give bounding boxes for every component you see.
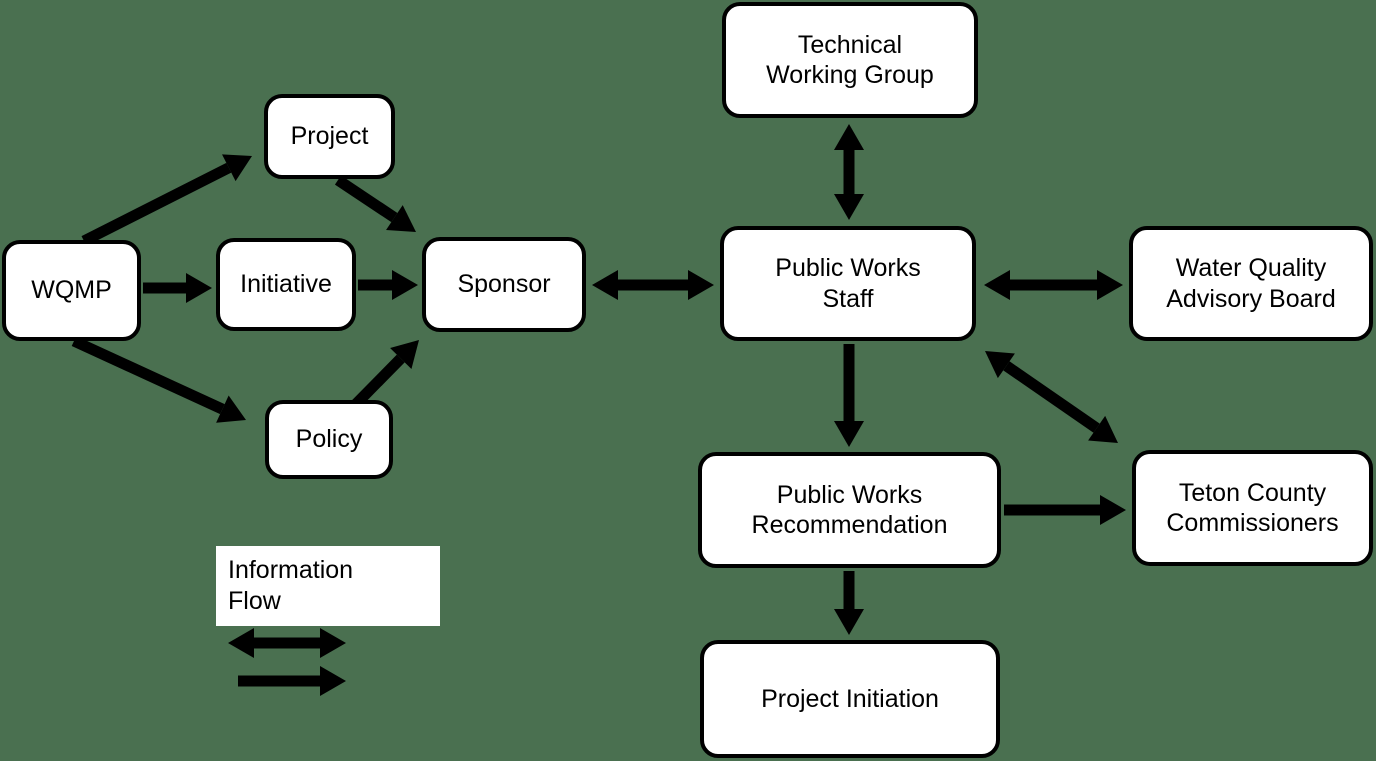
arrow-shaft bbox=[143, 282, 186, 294]
arrow-head bbox=[834, 194, 864, 220]
node-pw-staff[interactable]: Public Works Staff bbox=[720, 226, 976, 341]
arrow-shaft bbox=[334, 175, 398, 223]
node-wqmp[interactable]: WQMP bbox=[2, 240, 141, 341]
node-label: WQMP bbox=[31, 276, 112, 305]
node-teton[interactable]: Teton County Commissioners bbox=[1132, 450, 1373, 566]
arrow-head bbox=[222, 154, 252, 182]
arrow-head bbox=[320, 628, 346, 658]
node-label: Technical Working Group bbox=[766, 30, 934, 90]
edge-pw-staff-to-wqab bbox=[984, 270, 1123, 300]
edge-pw-staff-to-teton bbox=[985, 351, 1118, 443]
node-label: Teton County Commissioners bbox=[1166, 478, 1339, 538]
node-label: Project Initiation bbox=[761, 684, 939, 713]
edge-initiative-to-sponsor bbox=[358, 270, 418, 300]
arrow-head bbox=[386, 205, 416, 232]
edge-recommendation-to-initiation bbox=[834, 571, 864, 635]
arrow-shaft bbox=[1004, 504, 1100, 516]
edge-recommendation-to-teton bbox=[1004, 495, 1126, 525]
edge-project-to-sponsor bbox=[334, 175, 416, 232]
arrow-head bbox=[186, 273, 212, 303]
arrow-head bbox=[834, 609, 864, 635]
edge-twg-to-pw-staff bbox=[834, 124, 864, 220]
arrow-shaft bbox=[358, 279, 392, 291]
arrow-shaft bbox=[81, 162, 232, 246]
node-label: Public Works Staff bbox=[775, 254, 921, 313]
legend-unidirectional-arrow bbox=[238, 666, 346, 696]
arrow-shaft bbox=[843, 571, 855, 609]
node-twg[interactable]: Technical Working Group bbox=[722, 2, 978, 118]
legend-label: Information Flow bbox=[228, 555, 354, 615]
arrow-shaft bbox=[843, 344, 855, 421]
arrow-head bbox=[1100, 495, 1126, 525]
arrow-head-reverse bbox=[984, 270, 1010, 300]
arrow-head bbox=[1097, 270, 1123, 300]
node-policy[interactable]: Policy bbox=[265, 400, 393, 479]
arrow-shaft bbox=[254, 637, 320, 649]
node-initiative[interactable]: Initiative bbox=[216, 238, 356, 331]
arrow-head-reverse bbox=[985, 351, 1015, 379]
edge-wqmp-to-policy bbox=[71, 336, 246, 423]
arrow-head bbox=[1088, 415, 1118, 443]
arrow-head bbox=[390, 340, 419, 370]
node-label: Public Works Recommendation bbox=[751, 480, 948, 540]
edge-wqmp-to-project bbox=[81, 154, 252, 246]
edge-sponsor-to-pw-staff bbox=[592, 270, 714, 300]
arrow-shaft bbox=[238, 675, 320, 687]
arrow-head-reverse bbox=[834, 124, 864, 150]
arrow-shaft bbox=[843, 150, 855, 194]
arrow-shaft bbox=[1010, 279, 1097, 291]
node-label: Policy bbox=[295, 425, 363, 454]
arrow-head bbox=[392, 270, 418, 300]
edge-policy-to-sponsor bbox=[352, 340, 419, 408]
node-sponsor[interactable]: Sponsor bbox=[422, 237, 586, 332]
edge-pw-staff-to-recommendation bbox=[834, 344, 864, 447]
arrow-head-reverse bbox=[592, 270, 618, 300]
node-label: Initiative bbox=[240, 270, 332, 299]
node-label: Sponsor bbox=[457, 270, 551, 299]
arrow-head bbox=[688, 270, 714, 300]
node-project[interactable]: Project bbox=[264, 94, 395, 179]
arrow-shaft bbox=[1003, 361, 1100, 433]
arrow-head bbox=[834, 421, 864, 447]
legend-label-box: Information Flow bbox=[216, 546, 440, 626]
node-wqab[interactable]: Water Quality Advisory Board bbox=[1129, 226, 1373, 341]
arrow-head bbox=[320, 666, 346, 696]
arrow-shaft bbox=[618, 279, 688, 291]
node-label: Project bbox=[290, 122, 369, 151]
arrow-head-reverse bbox=[228, 628, 254, 658]
edge-wqmp-to-initiative bbox=[143, 273, 212, 303]
legend-bidirectional-arrow bbox=[228, 628, 346, 658]
arrow-shaft bbox=[71, 336, 225, 415]
arrow-head bbox=[216, 395, 246, 423]
node-pw-recommendation[interactable]: Public Works Recommendation bbox=[698, 452, 1001, 568]
node-label: Water Quality Advisory Board bbox=[1166, 254, 1336, 313]
node-project-initiation[interactable]: Project Initiation bbox=[700, 640, 1000, 758]
